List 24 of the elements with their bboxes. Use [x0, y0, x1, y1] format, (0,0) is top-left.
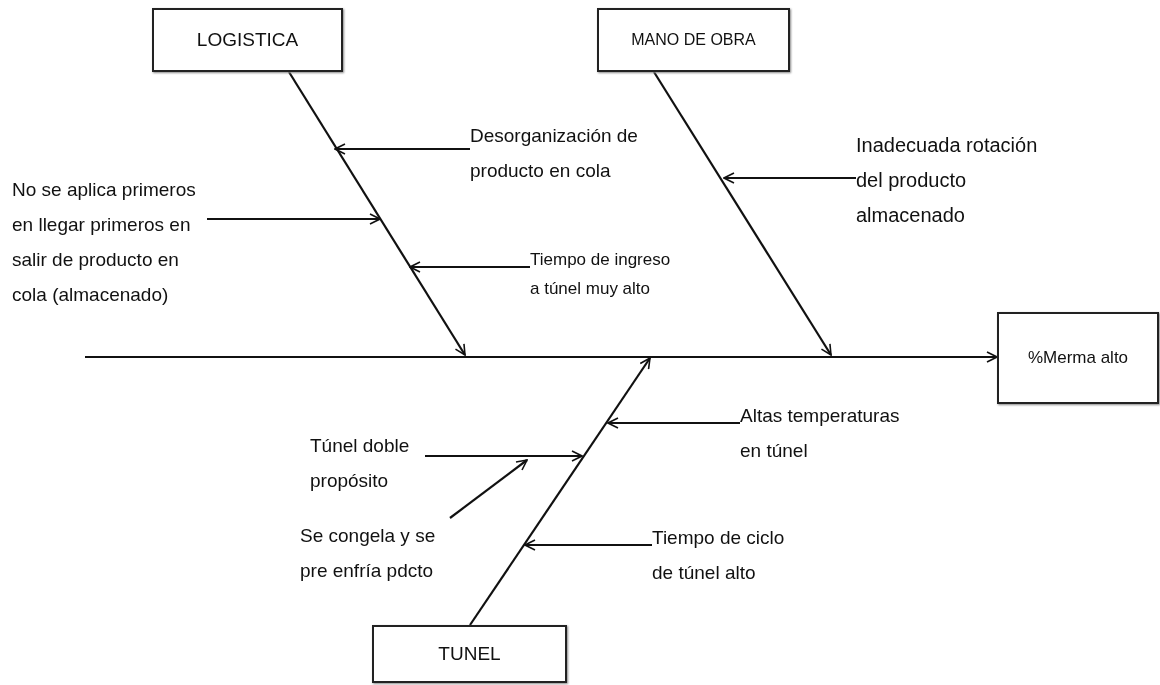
arrow — [653, 71, 832, 356]
cause-text: Inadecuada rotación del producto almacenado — [856, 128, 1056, 233]
cause-text: No se aplica primeros en llegar primeros en salir de producto en cola (almacenado) — [12, 172, 207, 312]
arrow — [288, 71, 466, 356]
arrow — [524, 539, 652, 551]
arrow — [409, 261, 530, 273]
category-box: LOGISTICA — [152, 8, 343, 72]
arrow — [469, 357, 651, 626]
category-box: MANO DE OBRA — [597, 8, 790, 72]
arrow — [723, 172, 856, 184]
cause-text: Tiempo de ingreso a túnel muy alto — [530, 245, 680, 303]
cause-text: Desorganización de producto en cola — [470, 118, 660, 188]
cause-text: Tiempo de ciclo de túnel alto — [652, 520, 802, 590]
arrow — [334, 143, 470, 155]
category-box: TUNEL — [372, 625, 567, 683]
spine-arrow — [85, 351, 998, 363]
cause-text: Altas temperaturas en túnel — [740, 398, 915, 468]
cause-text: Se congela y se pre enfría pdcto — [300, 518, 450, 588]
cause-text: Túnel doble propósito — [310, 428, 425, 498]
effect-box: %Merma alto — [997, 312, 1159, 404]
arrow — [207, 213, 381, 225]
arrow — [607, 417, 740, 429]
arrow — [425, 450, 583, 462]
arrow — [449, 459, 528, 519]
